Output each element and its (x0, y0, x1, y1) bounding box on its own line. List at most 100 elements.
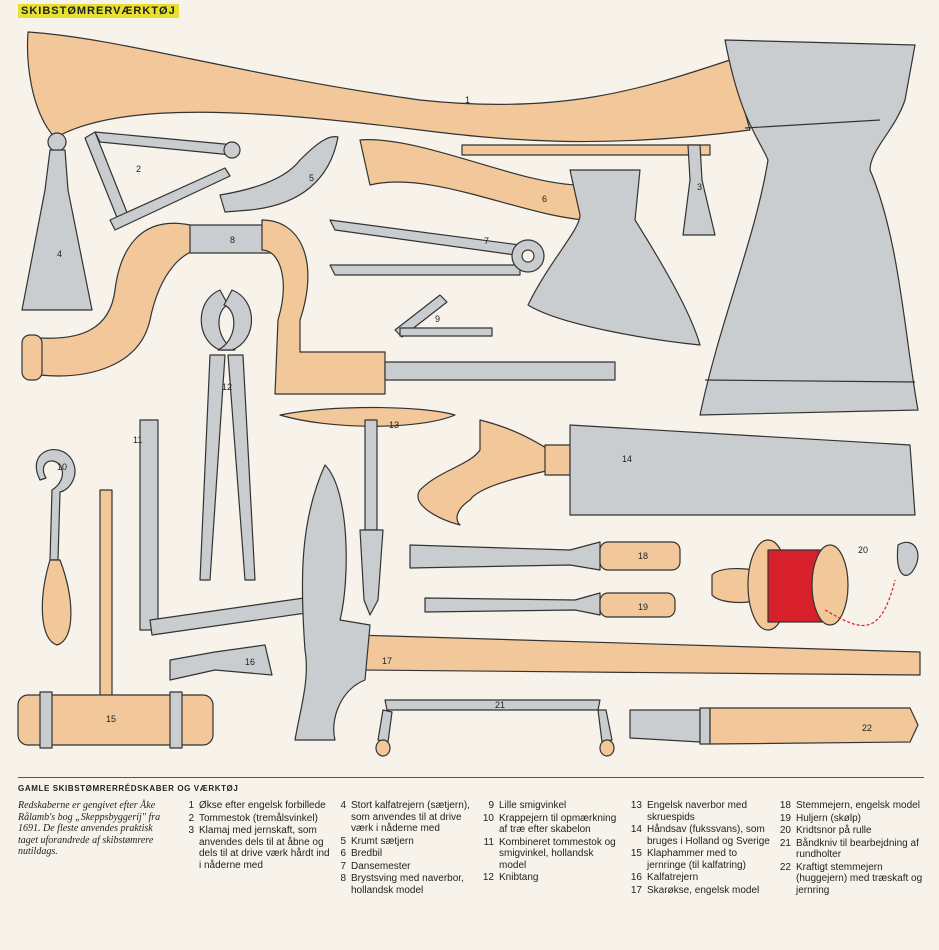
legend-number: 20 (779, 825, 791, 836)
figure-number-17: 17 (382, 656, 392, 666)
legend-item: 13 Engelsk naverbor med skruespids (628, 800, 771, 823)
tool-21-drawknife (375, 699, 615, 757)
page-title: SKIBSTØMRERVÆRKTØJ (18, 4, 179, 18)
tool-18-chisel (409, 541, 681, 571)
legend-item: 2 Tommestok (tremålsvinkel) (180, 813, 330, 825)
legend-item: 18 Stemmejern, engelsk model (777, 800, 927, 812)
legend-item: 19 Huljern (skølp) (777, 813, 927, 825)
legend-item: 15 Klaphammer med to jernringe (til kalfa… (628, 848, 771, 871)
legend-item: 22 Kraftigt stemmejern (huggejern) med tr… (777, 862, 927, 897)
legend-item: 4 Stort kalfatrejern (sætjern), som anven… (332, 800, 477, 835)
legend-text: Huljern (skølp) (796, 812, 862, 824)
figure-number-19: 19 (638, 602, 648, 612)
legend-number: 7 (340, 860, 346, 872)
caption-divider (18, 777, 924, 778)
legend-number: 12 (482, 872, 494, 883)
figure-number-4: 4 (57, 249, 62, 259)
legend-number: 9 (488, 800, 494, 811)
tool-19-gouge (424, 592, 676, 618)
legend-text: Brystsving med naverbor, hollandsk model (351, 873, 464, 896)
legend-item: 3 Klamaj med jernskaft, som anvendes dels… (180, 825, 330, 871)
legend-text: Stort kalfatrejern (sætjern), som anvend… (351, 800, 470, 834)
figure-number-21: 21 (495, 700, 505, 710)
legend-number: 17 (630, 884, 642, 896)
legend-number: 5 (340, 835, 346, 847)
legend-number: 3 (188, 825, 194, 836)
legend-number: 14 (630, 824, 642, 835)
legend-number: 8 (340, 873, 346, 884)
legend-column-5: 18 Stemmejern, engelsk model 19 Huljern (sk… (777, 800, 927, 897)
legend-text: Klaphammer med to jernringe (til kalfatr… (647, 848, 746, 871)
figure-number-16: 16 (245, 657, 255, 667)
legend-number: 18 (779, 800, 791, 811)
legend-number: 22 (779, 861, 791, 873)
tool-13-auger (279, 406, 456, 616)
legend-text: Skarøkse, engelsk model (647, 884, 760, 896)
tool-3-clamaj (461, 144, 716, 236)
legend-number: 15 (630, 848, 642, 859)
legend-text: Kraftigt stemmejern (huggejern) med træs… (796, 861, 923, 896)
tool-7-calipers (329, 219, 545, 276)
figure-number-12: 12 (222, 382, 232, 392)
figure-number-7: 7 (484, 236, 489, 246)
legend-number: 11 (483, 836, 494, 848)
legend-number: 13 (630, 800, 642, 811)
tool-1-axe (26, 31, 919, 416)
caption-heading: GAMLE SKIBSTØMRERRÉDSKABER OG VÆRKTØJ (18, 784, 239, 793)
legend-text: Krumt sætjern (351, 835, 414, 847)
legend-item: 11 Kombineret tommestok og smigvinkel, ho… (480, 837, 620, 872)
legend-text: Lille smigvinkel (499, 800, 567, 811)
legend-number: 6 (340, 848, 346, 859)
legend-number: 2 (188, 812, 194, 824)
legend-number: 10 (482, 812, 494, 824)
tool-10-scribe (35, 449, 76, 646)
legend-item: 5 Krumt sætjern (332, 836, 477, 848)
figure-number-11: 11 (133, 435, 142, 445)
tool-14-saw (417, 419, 916, 526)
legend-number: 19 (779, 812, 791, 824)
legend-number: 1 (188, 800, 194, 811)
legend-item: 10 Krappejern til opmærkning af træ efter… (480, 813, 620, 836)
legend-text: Engelsk naverbor med skruespids (647, 800, 748, 823)
figure-number-20: 20 (858, 545, 868, 555)
legend-text: Tommestok (tremålsvinkel) (199, 812, 318, 824)
legend-item: 21 Båndkniv til bearbejdning af rundholte… (777, 838, 927, 861)
legend-number: 21 (779, 837, 791, 849)
tool-2-rule (84, 131, 241, 231)
tool-8-brace (21, 219, 616, 395)
legend-text: Kombineret tommestok og smigvinkel, holl… (499, 836, 616, 871)
caption-intro: Redskaberne er gengivet efter Åke Rålamb… (18, 800, 161, 857)
figure-number-10: 10 (57, 462, 67, 472)
legend-text: Bredbil (351, 848, 383, 859)
legend-text: Kridtsnor på rulle (796, 825, 872, 836)
figure-number-13: 13 (389, 420, 399, 430)
tool-16-iron (169, 644, 273, 681)
legend-text: Båndkniv til bearbejdning af rundholter (796, 837, 919, 861)
figure-number-14: 14 (622, 454, 632, 464)
legend-text: Klamaj med jernskaft, som anvendes dels … (199, 825, 330, 871)
tool-20-chalkline (711, 539, 919, 631)
tool-12-pincers (199, 289, 256, 581)
legend-item: 7 Dansemester (332, 861, 477, 873)
figure-number-2: 2 (136, 164, 141, 174)
tool-11-rule (139, 419, 328, 636)
tool-15-mallet (17, 489, 214, 749)
legend-text: Dansemester (351, 860, 411, 872)
tool-9-bevel (394, 294, 493, 338)
figure-number-1: 1 (465, 95, 470, 105)
legend-number: 4 (340, 800, 346, 811)
figure-number-3: 3 (697, 182, 702, 192)
legend-text: Krappejern til opmærkning af træ efter s… (499, 812, 617, 836)
legend-text: Stemmejern, engelsk model (796, 800, 920, 811)
legend-number: 16 (630, 872, 642, 883)
legend-item: 9 Lille smigvinkel (480, 800, 620, 812)
legend-item: 8 Brystsving med naverbor, hollandsk mode… (332, 873, 477, 896)
